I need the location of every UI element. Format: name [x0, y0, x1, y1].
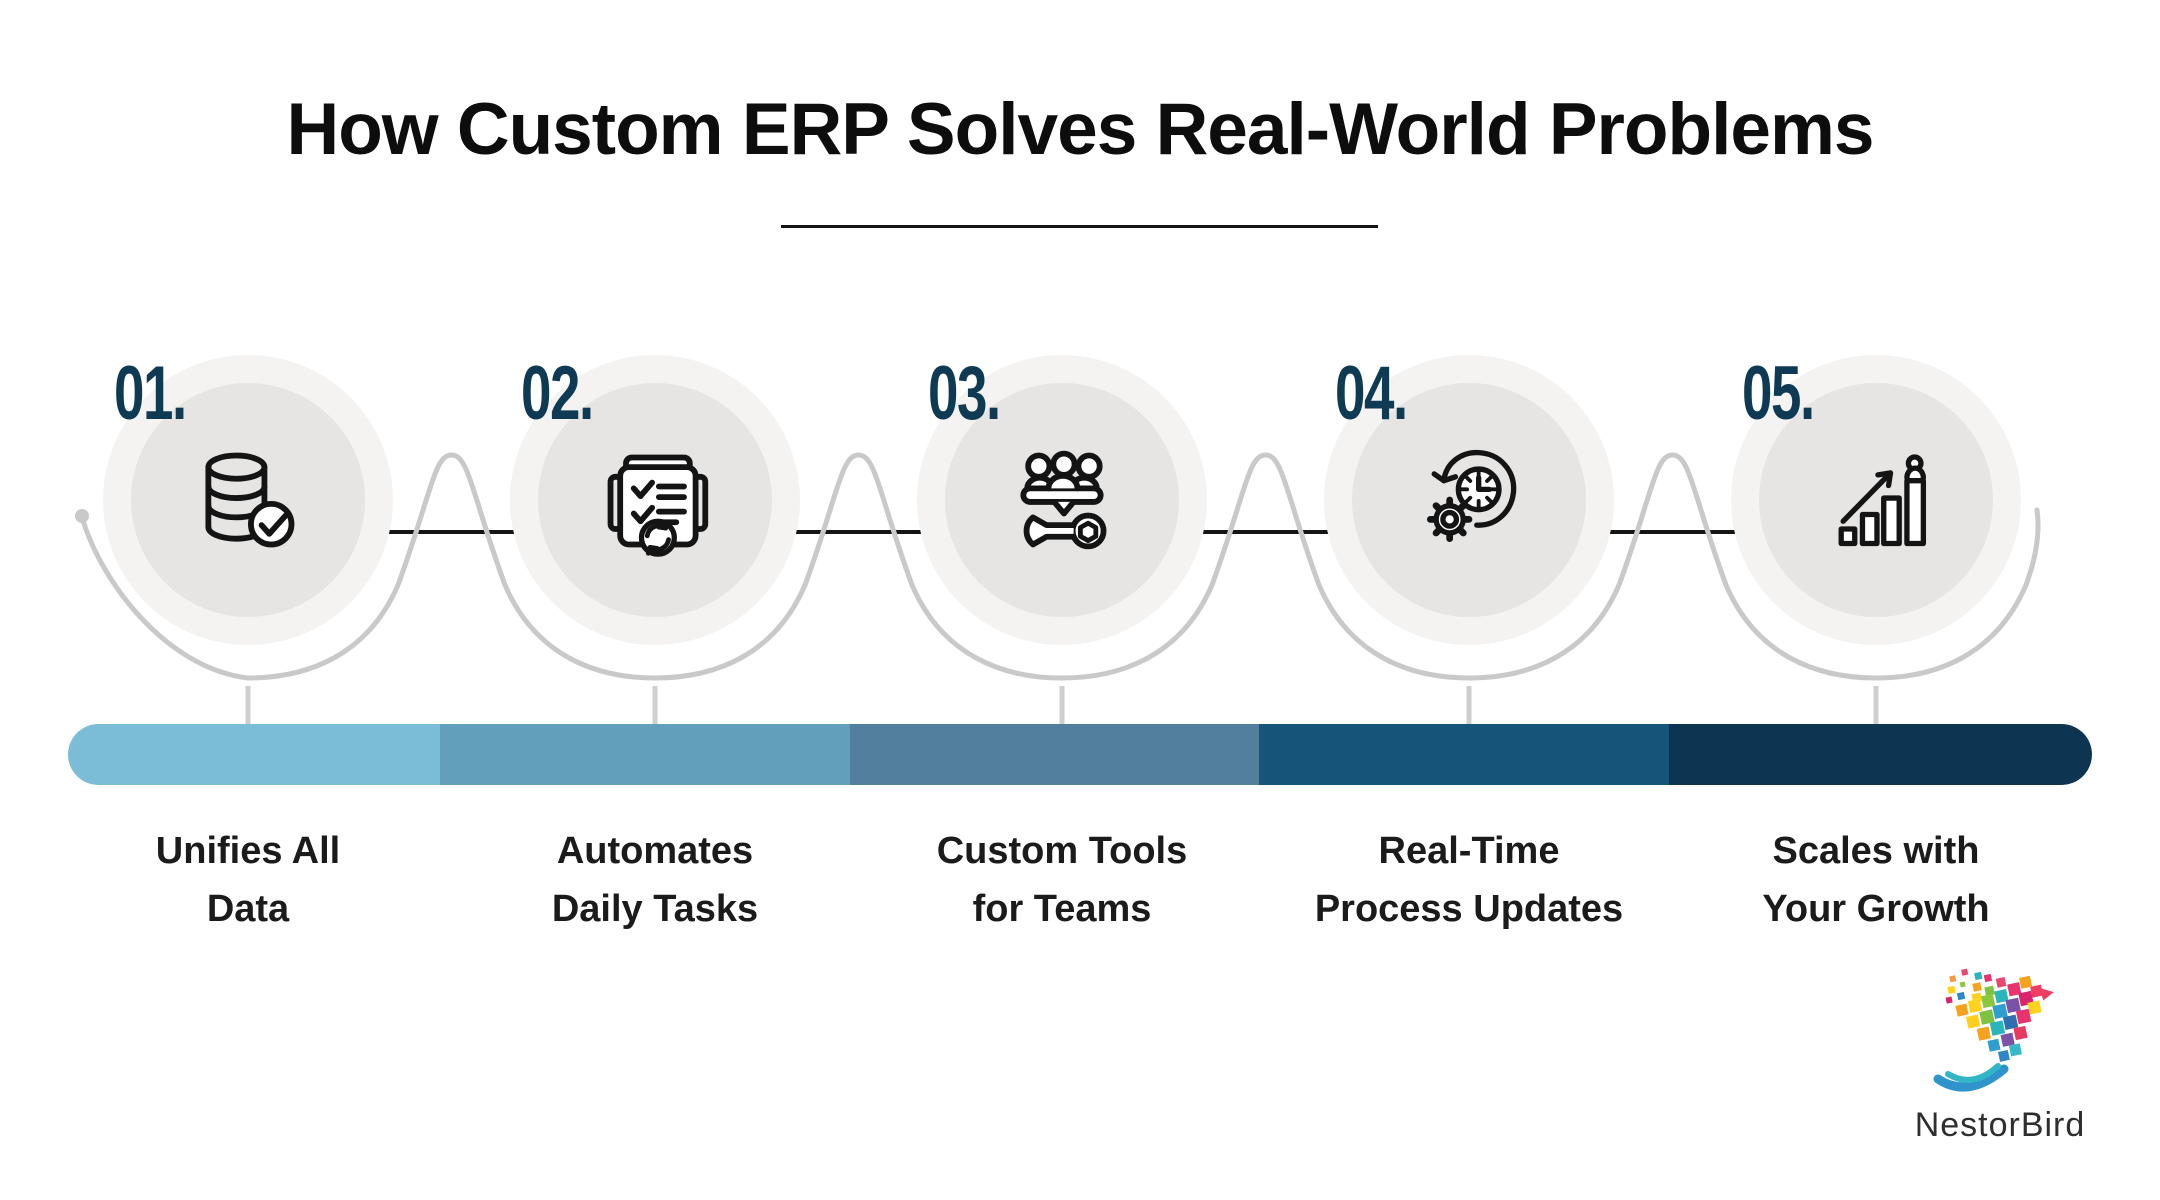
team-wrench-icon	[1004, 442, 1120, 558]
step-1-label-line1: Unifies All	[155, 830, 341, 872]
step-4-label: Real-Time Process Updates	[1269, 822, 1669, 938]
growth-chart-icon	[1818, 442, 1934, 558]
step-4-number: 04.	[1335, 351, 1408, 436]
bar-segment-1	[68, 724, 440, 785]
title-underline	[781, 225, 1378, 228]
step-1-number: 01.	[114, 351, 187, 436]
bar-segment-2	[440, 724, 850, 785]
step-3: 03. Custom Tools for Teams	[862, 0, 1262, 1200]
weave-thread	[79, 452, 2041, 681]
step-3-label: Custom Tools for Teams	[862, 822, 1262, 938]
step-3-label-line2: for Teams	[972, 888, 1152, 930]
step-1-label: Unifies All Data	[48, 822, 448, 938]
gear-clock-icon	[1411, 442, 1527, 558]
bar-segment-4	[1259, 724, 1669, 785]
page-title: How Custom ERP Solves Real-World Problem…	[286, 89, 1875, 170]
step-2: 02.	[455, 0, 855, 1200]
step-5-inner-circle	[1759, 383, 1993, 617]
bar-segment-5	[1669, 724, 2092, 785]
database-check-icon	[190, 442, 306, 558]
step-2-label-line2: Daily Tasks	[551, 888, 759, 930]
step-5-label-line1: Scales with	[1772, 830, 1980, 872]
step-1: 01. Unifies All Data	[48, 0, 448, 1200]
step-5-label: Scales with Your Growth	[1676, 822, 2076, 938]
step-3-number: 03.	[928, 351, 1001, 436]
step-1-label-line2: Data	[206, 888, 290, 930]
bar-segment-3	[850, 724, 1259, 785]
step-2-label-line1: Automates	[556, 830, 754, 872]
step-4-label-line1: Real-Time	[1378, 830, 1560, 872]
timeline-bar	[68, 724, 2092, 785]
step-2-label: Automates Daily Tasks	[455, 822, 855, 938]
step-5: 05. Scales with Your Growth	[1676, 0, 2076, 1200]
step-4-label-line2: Process Updates	[1314, 888, 1624, 930]
step-5-label-line2: Your Growth	[1762, 888, 1990, 930]
drop-lines	[245, 686, 1879, 727]
nestorbird-brand-text: NestorBird	[1914, 1106, 2086, 1144]
nestorbird-bird-icon	[1933, 968, 2054, 1092]
step-5-number: 05.	[1742, 351, 1815, 436]
step-2-number: 02.	[521, 351, 594, 436]
tasks-sync-icon	[597, 442, 713, 558]
step-4: 04. Real-Time Process Updates	[1269, 0, 1669, 1200]
step-3-label-line1: Custom Tools	[936, 830, 1188, 872]
